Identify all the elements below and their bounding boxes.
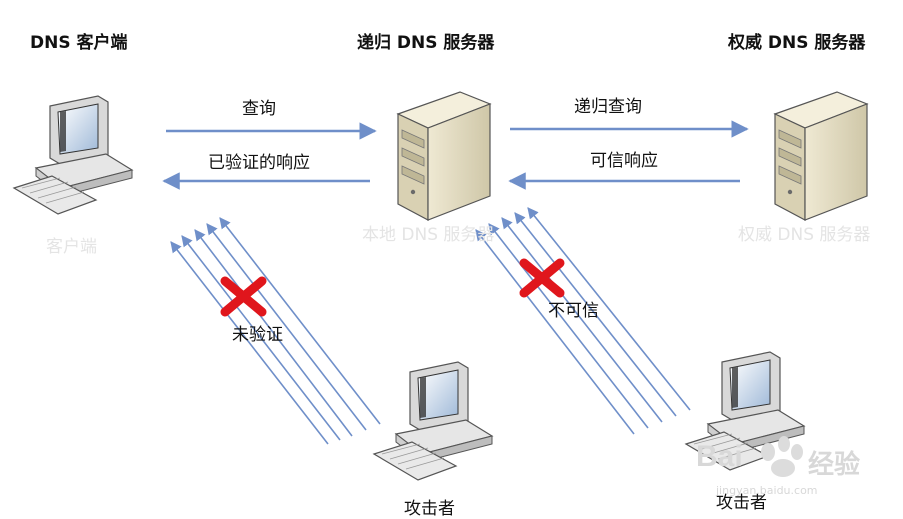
client-computer-icon [13,95,133,215]
blocked-cross-icon-2 [519,258,565,298]
client-ghost-label: 客户端 [46,237,97,257]
watermark-url: jingyan.baidu.com [716,484,818,497]
attacker-label-1: 攻击者 [404,499,455,519]
recursive-query-label: 递归查询 [574,97,642,117]
header-client: DNS 客户端 [30,33,128,53]
attacker-computer-icon-1 [373,361,493,481]
authoritative-server-icon [774,91,868,221]
paw-watermark-icon [761,436,803,477]
header-recursive-server: 递归 DNS 服务器 [357,33,495,53]
local-dns-ghost-label: 本地 DNS 服务器 [362,225,495,245]
header-authoritative-server: 权威 DNS 服务器 [728,33,866,53]
authoritative-ghost-label: 权威 DNS 服务器 [738,225,871,245]
attack-arrows-server [475,207,691,435]
watermark-brand: Bai [696,440,743,473]
blocked-cross-icon-1 [220,276,267,317]
attacker-label-2: 攻击者 [716,493,767,513]
attack-arrows-client [170,217,381,445]
query-label: 查询 [242,99,276,119]
verified-response-label: 已验证的响应 [208,153,310,173]
untrusted-label: 不可信 [548,301,599,321]
trusted-response-label: 可信响应 [590,151,658,171]
unverified-label: 未验证 [232,325,283,345]
recursive-server-icon [397,91,491,221]
watermark-brand-suffix: 经验 [808,450,861,480]
